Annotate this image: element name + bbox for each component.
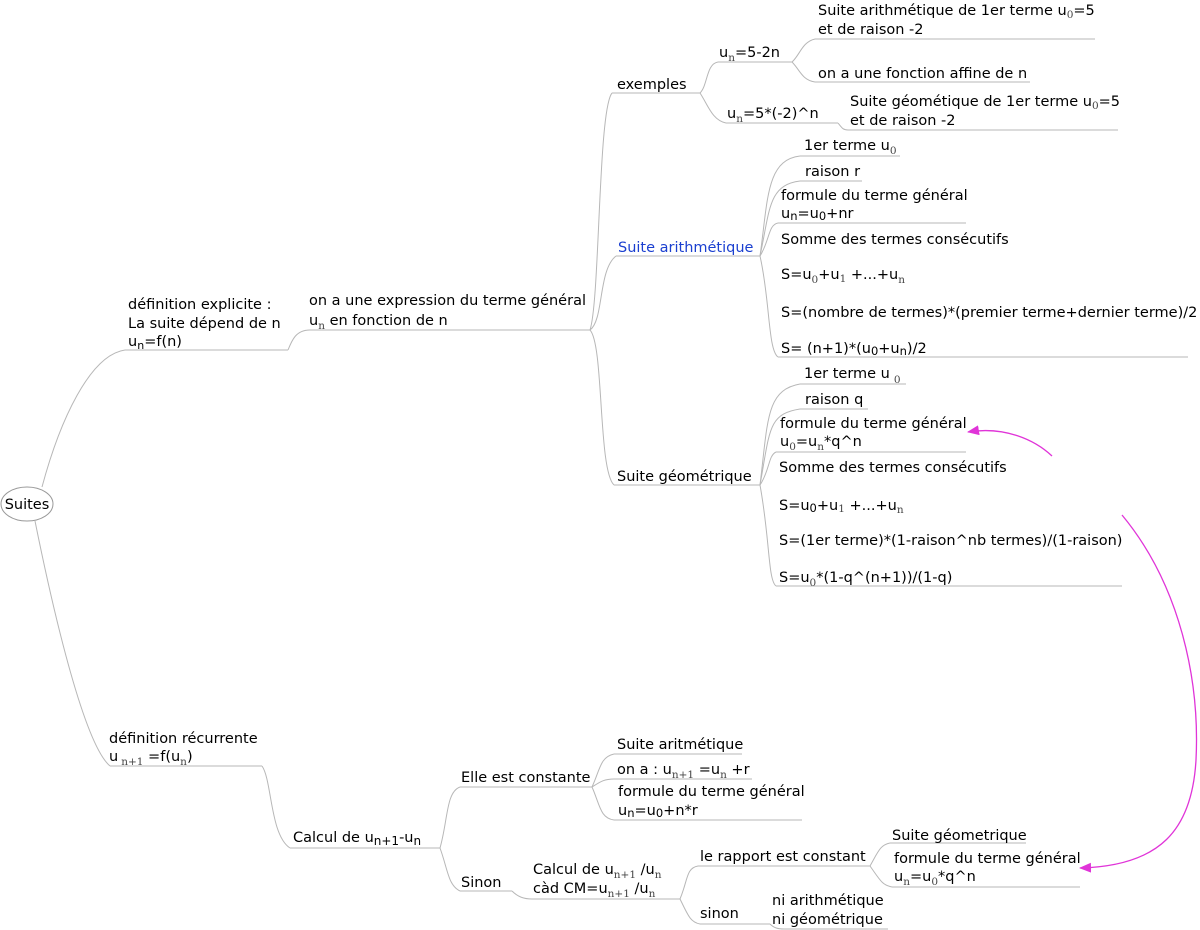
expression-line2: un en fonction de n	[309, 313, 448, 332]
example1-child1-line2: et de raison -2	[818, 22, 924, 38]
connector-lines	[34, 38, 1188, 930]
geo-sum3: S=u0*(1-q^(n+1))/(1-q)	[779, 570, 952, 589]
geo-sum-title: Somme des termes consécutifs	[779, 460, 1007, 476]
arith-sum-title: Somme des termes consécutifs	[781, 232, 1009, 248]
root-node[interactable]	[0, 486, 54, 522]
explicit-definition-node[interactable]: définition explicite : La suite dépend d…	[128, 297, 281, 352]
constant-child1: Suite aritmétique	[617, 737, 743, 753]
example2-child-line2: et de raison -2	[850, 113, 956, 129]
other-child-line2: ni géométrique	[772, 912, 883, 928]
arith-sum2: S=(nombre de termes)*(premier terme+dern…	[781, 305, 1197, 321]
ratio-formula: un=u0*q^n	[894, 869, 976, 888]
other-node[interactable]: sinon	[700, 906, 739, 922]
root-label: Suites	[5, 497, 50, 513]
recurrent-title: définition récurrente	[109, 731, 258, 747]
expression-line1: on a une expression du terme général	[309, 293, 586, 309]
geo-sum2: S=(1er terme)*(1-raison^nb termes)/(1-ra…	[779, 533, 1122, 549]
difference-calc-node[interactable]: Calcul de un+1-un	[293, 830, 421, 848]
arith-formula-title: formule du terme général	[781, 188, 968, 204]
example2-formula[interactable]: un=5*(-2)^n	[727, 106, 819, 125]
ratio-formula-title: formule du terme général	[894, 851, 1081, 867]
geo-sum1: S=u0+u1 +...+un	[779, 498, 904, 516]
arith-raison: raison r	[805, 164, 860, 180]
ratio-child1: Suite géometrique	[892, 828, 1027, 844]
constant-node[interactable]: Elle est constante	[461, 770, 591, 786]
geo-raison: raison q	[805, 392, 863, 408]
arith-first-term: 1er terme u0	[804, 138, 897, 157]
constant-child2: on a : un+1 =un +r	[617, 762, 750, 781]
other-child-line1: ni arithmétique	[772, 893, 884, 909]
examples-node[interactable]: exemples	[617, 77, 687, 93]
geo-formula-title: formule du terme général	[780, 416, 967, 432]
example1-formula[interactable]: un=5-2n	[719, 45, 780, 64]
ratio-calc-line2: càd CM=un+1 /un	[533, 881, 656, 900]
geo-node[interactable]: Suite géométrique	[617, 469, 752, 485]
arrow-to-ratio-formula	[1079, 514, 1198, 873]
explicit-formula: un=f(n)	[128, 334, 182, 352]
constant-formula: un=u0+n*r	[618, 803, 698, 820]
example1-child1-line1: Suite arithmétique de 1er terme u0=5	[818, 3, 1095, 21]
arith-node[interactable]: Suite arithmétique	[618, 240, 754, 256]
ratio-calc-line1[interactable]: Calcul de un+1 /un	[533, 862, 662, 881]
constant-formula-title: formule du terme général	[618, 784, 805, 800]
example1-child2: on a une fonction affine de n	[818, 66, 1027, 82]
arrow-to-geo-formula	[967, 425, 1053, 457]
arith-sum3: S= (n+1)*(u0+un)/2	[781, 341, 927, 358]
example2-child-line1: Suite géométique de 1er terme u0=5	[850, 94, 1120, 112]
geo-formula: u0=un*q^n	[780, 434, 862, 453]
explicit-title-line2: La suite dépend de n	[128, 316, 281, 332]
sinon-node[interactable]: Sinon	[461, 875, 501, 891]
explicit-title-line1: définition explicite :	[128, 297, 271, 313]
ratio-constant-node[interactable]: le rapport est constant	[700, 849, 866, 865]
arith-formula: un=u0+nr	[781, 206, 854, 223]
arith-sum1: S=u0+u1 +...+un	[781, 267, 905, 286]
expression-node[interactable]: on a une expression du terme général un …	[309, 293, 586, 332]
